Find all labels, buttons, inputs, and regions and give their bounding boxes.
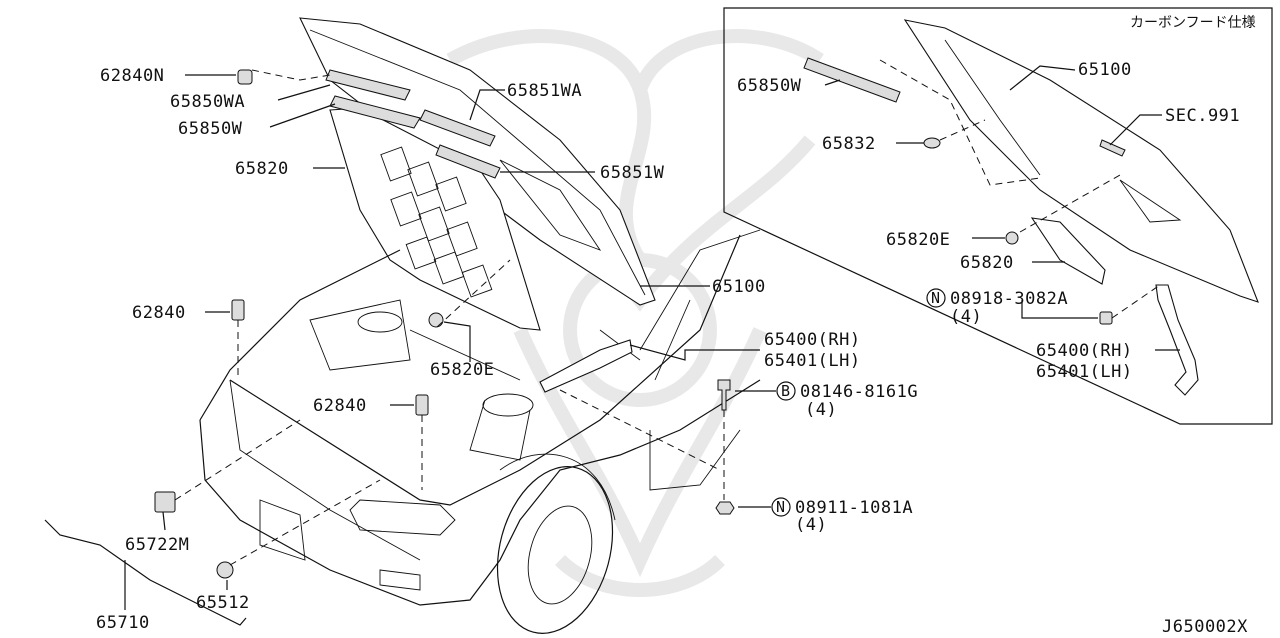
label-62840-upper: 62840 bbox=[132, 303, 186, 323]
nut-08911[interactable] bbox=[715, 501, 735, 515]
inset-n-marker bbox=[926, 288, 946, 308]
inset-insulator-65820[interactable] bbox=[1030, 217, 1106, 285]
label-65100: 65100 bbox=[712, 277, 766, 297]
front-wheel bbox=[496, 466, 614, 634]
inset-clip-65820E[interactable] bbox=[1005, 231, 1019, 245]
inset-carbon-hood[interactable] bbox=[903, 19, 1259, 303]
inset-panel: カーボンフード仕様 bbox=[723, 7, 1273, 425]
hood-rod[interactable] bbox=[44, 519, 247, 626]
seal-strip-65851WA[interactable] bbox=[419, 109, 496, 147]
hood-hinge[interactable] bbox=[539, 339, 633, 393]
bolt-08146[interactable] bbox=[717, 379, 731, 411]
diagram-code: J650002X bbox=[1162, 617, 1248, 637]
inset-label-65400: 65400(RH) bbox=[1036, 341, 1133, 361]
inset-sec991-mark bbox=[1099, 139, 1126, 157]
inset-seal-65850W[interactable] bbox=[803, 57, 901, 103]
lock-65722M[interactable] bbox=[154, 491, 176, 513]
seal-strip-65850WA[interactable] bbox=[325, 69, 411, 101]
label-65710: 65710 bbox=[96, 613, 150, 633]
bumper-62840-upper[interactable] bbox=[231, 299, 245, 321]
hood-insulator[interactable] bbox=[329, 107, 541, 331]
b-marker bbox=[776, 381, 796, 401]
inset-clip-65832[interactable] bbox=[923, 137, 941, 149]
n-marker bbox=[771, 497, 791, 517]
inset-frame bbox=[723, 7, 1273, 425]
inset-label-65401: 65401(LH) bbox=[1036, 362, 1133, 382]
label-65850WA: 65850WA bbox=[170, 92, 245, 112]
inset-hood-hinge[interactable] bbox=[1155, 284, 1199, 396]
clip-65820E[interactable] bbox=[428, 312, 444, 328]
clip-62840N[interactable] bbox=[237, 69, 253, 85]
grommet-65512[interactable] bbox=[216, 561, 234, 579]
label-65400: 65400(RH) bbox=[764, 330, 861, 350]
inset-label-08918: 08918-3082A bbox=[950, 289, 1068, 309]
inset-n-marker-letter: N bbox=[931, 289, 940, 307]
label-08146-qty: (4) bbox=[805, 400, 837, 420]
b-marker-letter: B bbox=[781, 382, 790, 400]
label-65851W: 65851W bbox=[600, 163, 665, 183]
inset-label-65100: 65100 bbox=[1078, 60, 1132, 80]
bumper-62840-lower[interactable] bbox=[415, 394, 429, 416]
hood-assembly-illustration: 62840N 65850WA 65850W 65820 65851WA 6585… bbox=[44, 17, 918, 634]
seal-strip-65851W[interactable] bbox=[435, 144, 501, 179]
inset-label-08918-qty: (4) bbox=[950, 307, 982, 327]
label-08911: 08911-1081A bbox=[795, 498, 913, 518]
inset-label-65850W: 65850W bbox=[737, 76, 802, 96]
label-65851WA: 65851WA bbox=[507, 81, 582, 101]
label-65512: 65512 bbox=[196, 593, 250, 613]
n-marker-letter: N bbox=[776, 498, 785, 516]
inset-label-65820: 65820 bbox=[960, 253, 1014, 273]
label-62840-lower: 62840 bbox=[313, 396, 367, 416]
label-65820E: 65820E bbox=[430, 360, 494, 380]
label-08911-qty: (4) bbox=[795, 515, 827, 535]
inset-label-65832: 65832 bbox=[822, 134, 876, 154]
inset-label-65820E: 65820E bbox=[886, 230, 950, 250]
car-body-outline bbox=[199, 234, 761, 606]
label-65820: 65820 bbox=[235, 159, 289, 179]
label-65401: 65401(LH) bbox=[764, 351, 861, 371]
label-08146: 08146-8161G bbox=[800, 382, 918, 402]
label-65722M: 65722M bbox=[125, 535, 189, 555]
label-62840N: 62840N bbox=[100, 66, 164, 86]
inset-title: カーボンフード仕様 bbox=[1130, 15, 1256, 31]
seal-strip-65850W[interactable] bbox=[329, 95, 421, 129]
label-65850W: 65850W bbox=[178, 119, 243, 139]
inset-nut-08918[interactable] bbox=[1099, 311, 1113, 325]
inset-label-sec991[interactable]: SEC.991 bbox=[1165, 106, 1240, 126]
